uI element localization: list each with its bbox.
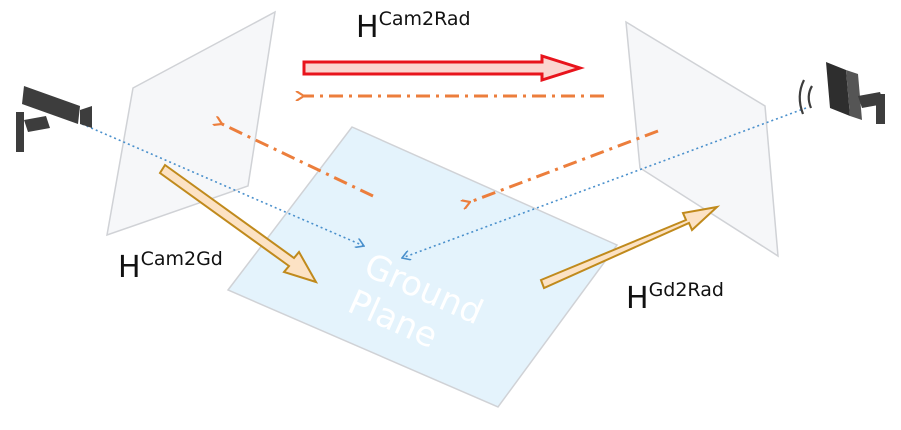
label-cam2gd: HCam2Gd <box>118 248 223 285</box>
ground-plane <box>226 126 619 408</box>
label-cam2gd-sup: Cam2Gd <box>140 248 223 270</box>
radar-icon <box>798 62 885 124</box>
camera-image-plane <box>106 10 276 237</box>
label-gd2rad: HGd2Rad <box>626 279 724 316</box>
camera-icon <box>16 86 92 152</box>
gd2rad-arrow <box>539 205 721 290</box>
label-cam2rad-base: H <box>356 10 379 45</box>
dashdot-arrow-right <box>470 129 659 202</box>
cam2gd-arrow <box>158 163 319 284</box>
camera-ray <box>81 123 364 246</box>
cam2rad-arrow <box>302 53 585 83</box>
radar-ray <box>402 107 807 258</box>
label-cam2rad: HCam2Rad <box>356 8 471 45</box>
label-gd2rad-base: H <box>626 281 649 316</box>
label-gd2rad-sup: Gd2Rad <box>648 279 724 301</box>
radar-image-plane <box>625 20 779 258</box>
label-cam2gd-base: H <box>118 250 141 285</box>
label-cam2rad-sup: Cam2Rad <box>378 8 471 30</box>
